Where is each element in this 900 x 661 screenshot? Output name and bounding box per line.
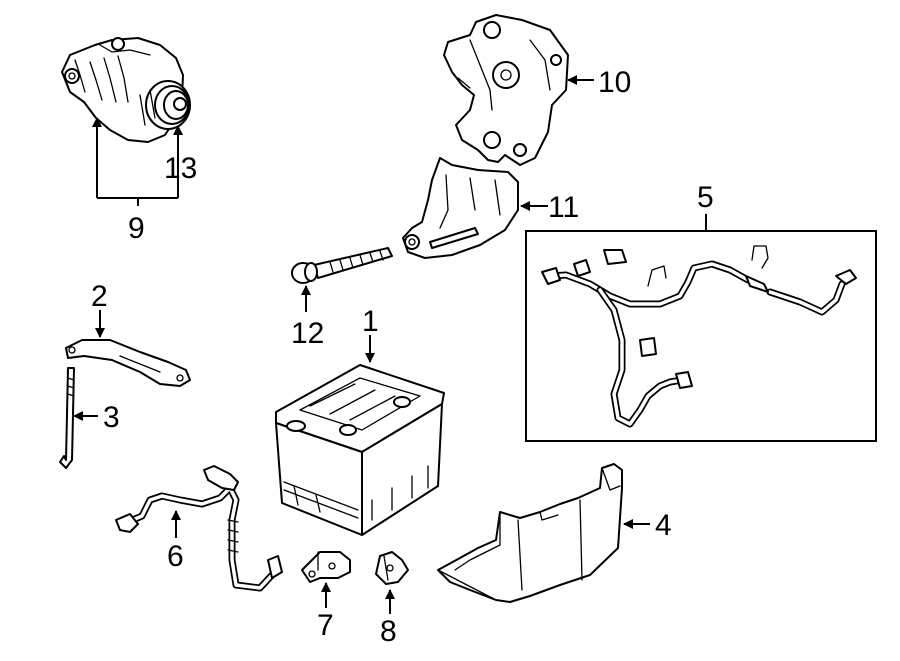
callout-2: 2 <box>91 280 108 313</box>
callout-4: 4 <box>655 509 672 542</box>
callout-7: 7 <box>317 609 334 642</box>
wire-harness-part <box>541 245 857 428</box>
j-bolt-part <box>59 367 75 469</box>
alternator-bracket-upper <box>443 14 569 166</box>
battery-tray-part <box>437 463 623 603</box>
callout-12: 12 <box>291 317 324 350</box>
battery-part <box>275 364 445 536</box>
alternator-bracket-lower <box>402 157 519 259</box>
callout-8: 8 <box>380 615 397 648</box>
callout-3: 3 <box>103 401 120 434</box>
callout-6: 6 <box>167 540 184 573</box>
battery-hold-down-bracket <box>65 339 191 387</box>
harness-detail-box <box>525 230 877 442</box>
callout-9: 9 <box>128 212 145 245</box>
callout-11: 11 <box>548 191 579 224</box>
clip-8-part <box>375 551 409 585</box>
callout-1: 1 <box>362 305 379 338</box>
battery-cable-part <box>115 465 283 592</box>
alternator-part <box>61 37 191 143</box>
clip-7-part <box>301 551 351 583</box>
callout-10: 10 <box>598 66 631 99</box>
callout-13: 13 <box>164 152 197 185</box>
callout-5: 5 <box>697 181 714 214</box>
bolt-part <box>291 247 393 284</box>
